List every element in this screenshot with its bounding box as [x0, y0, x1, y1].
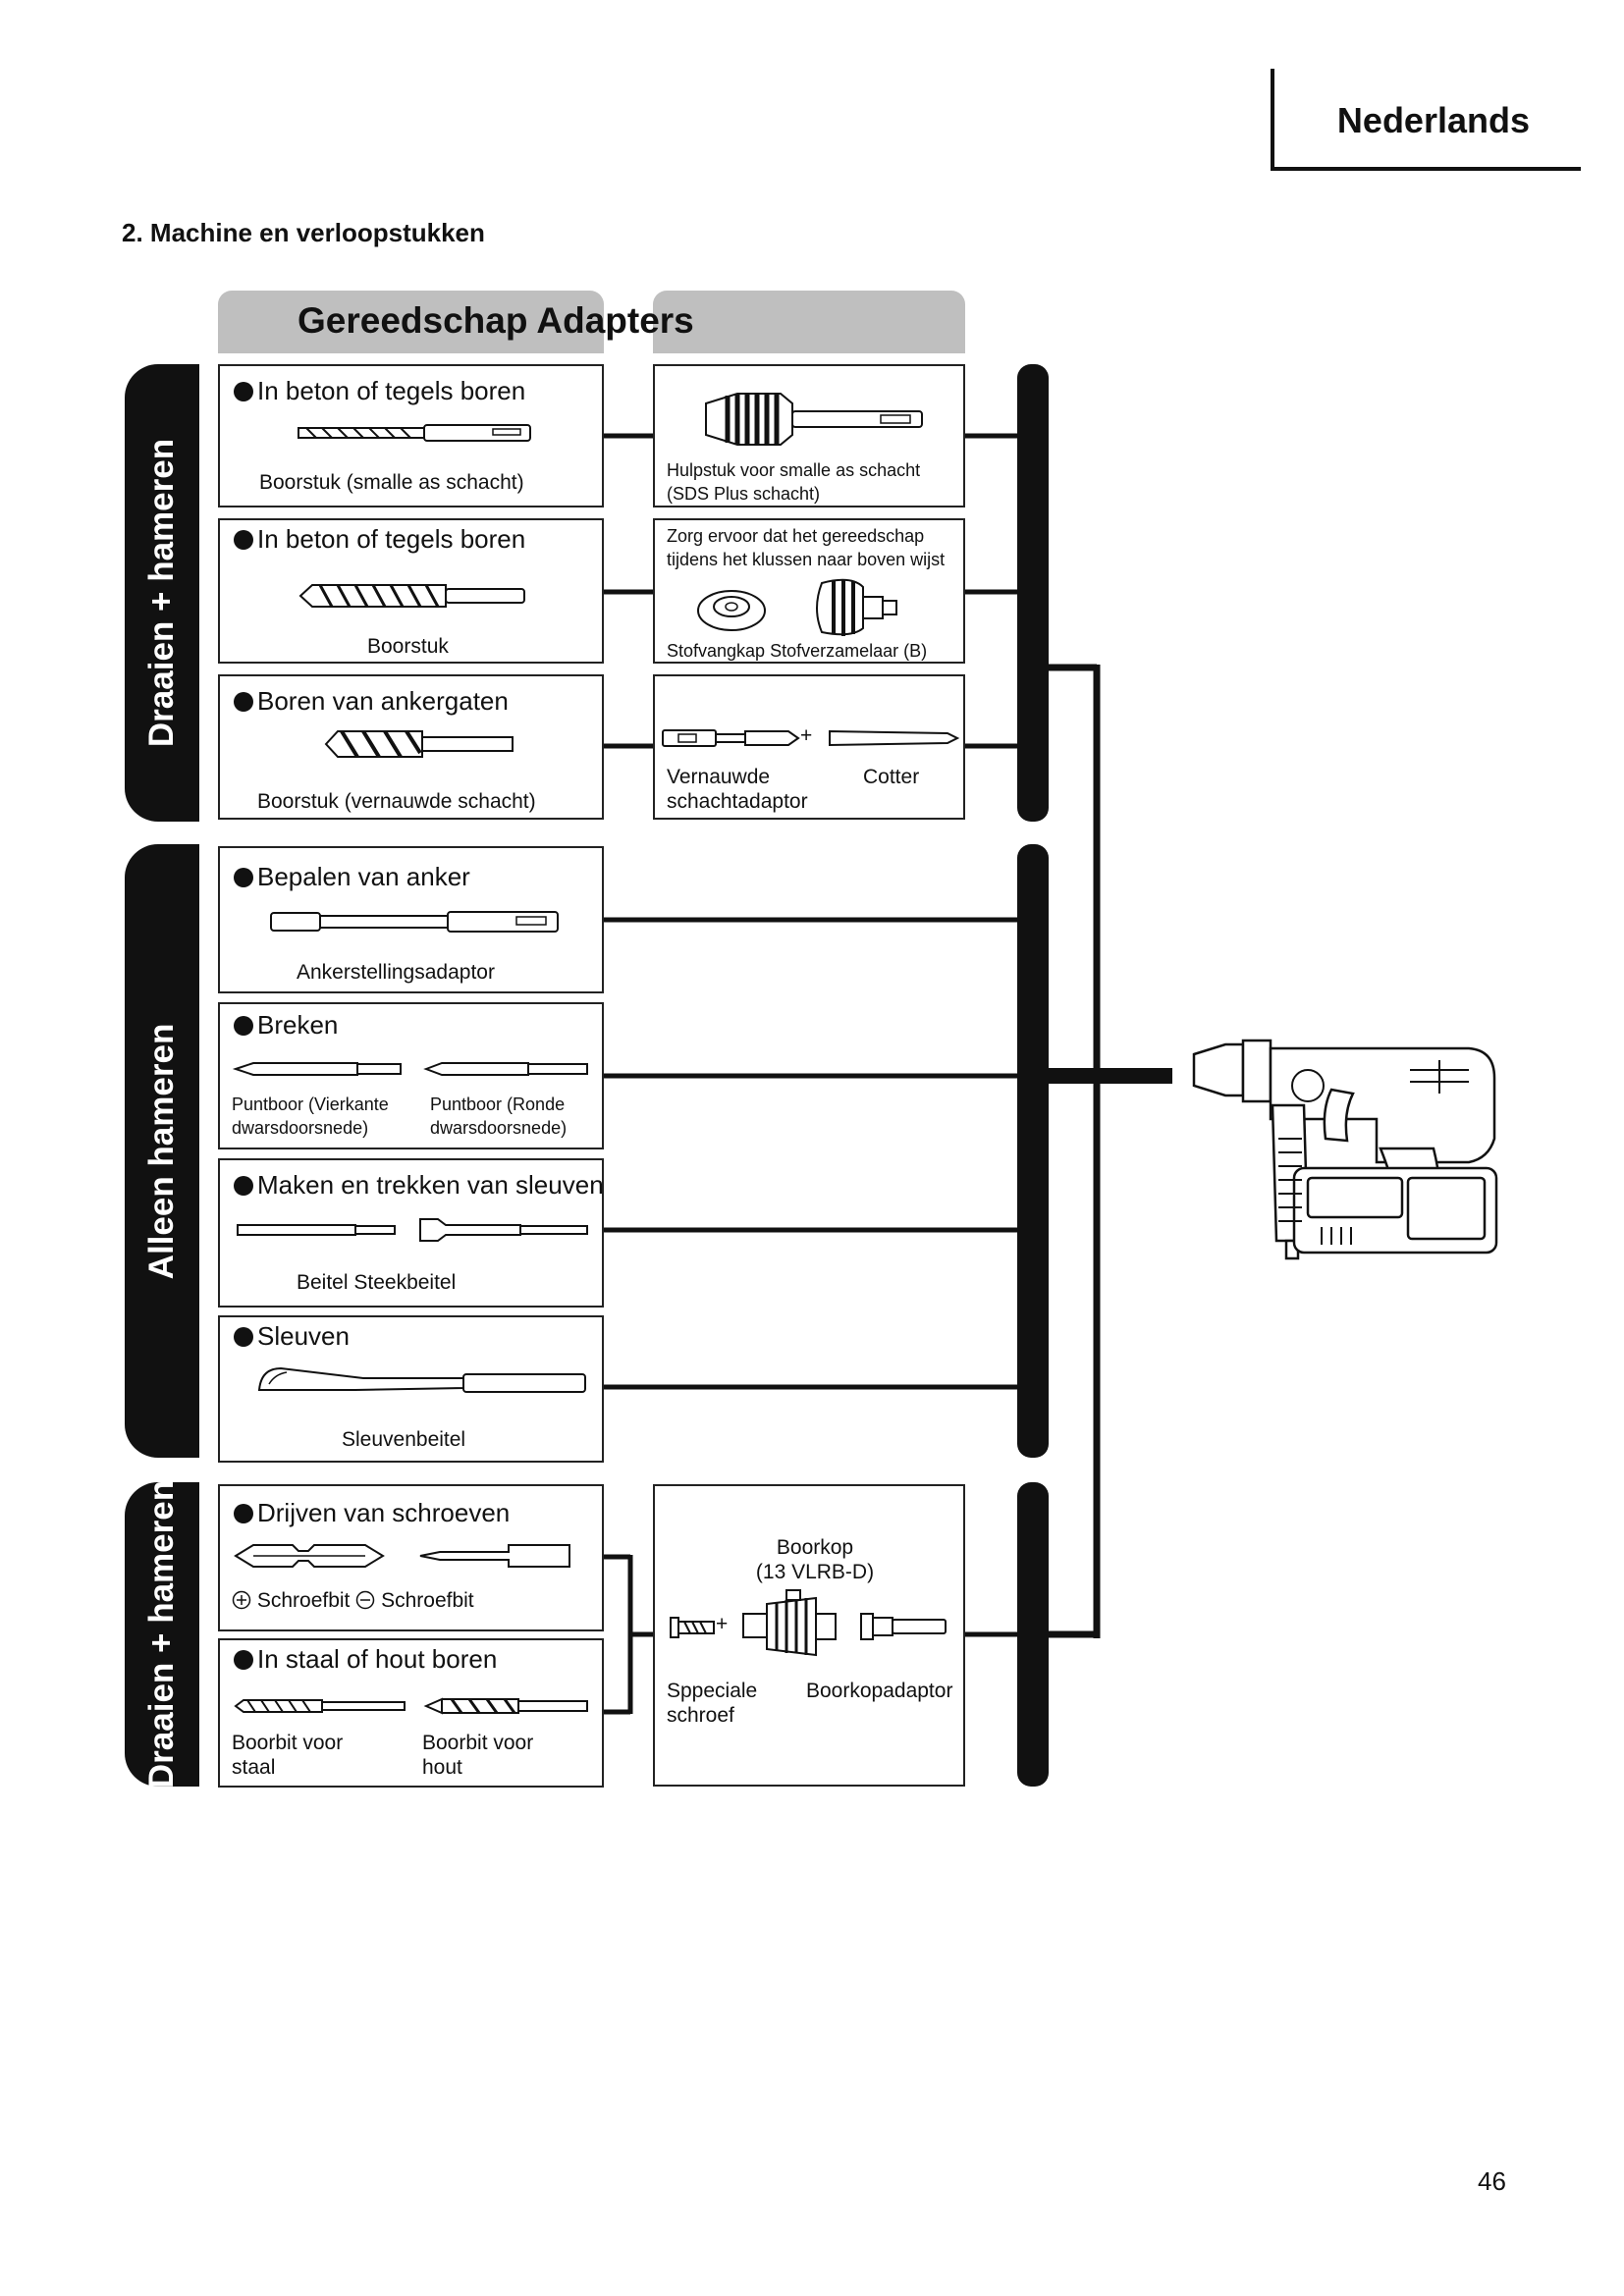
tool-title: In beton of tegels boren	[234, 376, 525, 406]
tool-title: In staal of hout boren	[234, 1644, 497, 1675]
adapter-caption: Hulpstuk voor smalle as schacht (SDS Plu…	[667, 460, 921, 505]
column-header: Gereedschap Adapters	[298, 300, 694, 342]
tool-title: In beton of tegels boren	[234, 524, 525, 555]
tool-title: Boren van ankergaten	[234, 686, 509, 717]
dust-cup-and-collector-icon	[697, 578, 897, 636]
gouge-chisel-icon	[257, 1366, 586, 1393]
bullet-icon	[234, 868, 253, 887]
plus-circle-icon	[232, 1590, 251, 1610]
bullet-icon	[234, 1504, 253, 1523]
pointed-chisel-icon	[232, 1062, 588, 1076]
anchor-adapter-icon	[270, 911, 559, 933]
minus-circle-icon	[356, 1590, 375, 1610]
adapter-box-dust-collector: Zorg ervoor dat het gereedschap tijdens …	[653, 518, 965, 664]
group-band-rotation-hammering: Draaien + hameren	[125, 364, 199, 822]
language-tab: Nederlands	[1271, 69, 1581, 171]
plus-sign: +	[800, 724, 813, 747]
screw-bit-icon	[234, 1544, 570, 1568]
chuck-label: Boorkop (13 VLRB-D)	[755, 1536, 875, 1584]
tool-title: Bepalen van anker	[234, 862, 470, 892]
tool-caption-right: Puntboor (Ronde dwarsdoorsnede)	[430, 1095, 568, 1139]
tool-caption: Boorstuk	[367, 635, 449, 658]
bullet-icon	[234, 1016, 253, 1036]
tool-box-concrete-tile-drilling-2: In beton of tegels boren Boorstuk	[218, 518, 604, 664]
tool-caption: Boorstuk (vernauwde schacht)	[257, 790, 536, 813]
tool-title: Sleuven	[234, 1321, 350, 1352]
adapter-caption: Stofvangkap Stofverzamelaar (B)	[667, 641, 928, 661]
tool-caption: Beitel Steekbeitel	[297, 1271, 457, 1294]
tool-box-steel-wood-drilling: In staal of hout boren Boorbit voor staa…	[218, 1638, 604, 1788]
rotary-hammer-icon	[1192, 1039, 1498, 1260]
chuck-assembly-icon	[670, 1589, 947, 1657]
adapter-box-sds-plus-shank: Hulpstuk voor smalle as schacht (SDS Plu…	[653, 364, 965, 507]
tool-caption: Boorstuk (smalle as schacht)	[259, 471, 524, 494]
adapter-caption-right: Cotter	[863, 766, 920, 788]
tool-caption-left: Puntboor (Vierkante dwarsdoorsnede)	[232, 1095, 389, 1139]
tool-box-anchor-setting: Bepalen van anker Ankerstellingsadaptor	[218, 846, 604, 993]
tool-caption-left: Boorbit voor staal	[232, 1732, 344, 1780]
drill-bit-icon	[298, 584, 525, 608]
tool-title: Breken	[234, 1010, 338, 1041]
steel-wood-bit-icon	[234, 1697, 588, 1715]
adapter-box-taper-shank: + Vernauwde schachtadaptor Cotter	[653, 674, 965, 820]
tool-box-breaking: Breken Puntboor (Vierkante dwarsdoorsned…	[218, 1002, 604, 1149]
adapter-chuck-icon	[705, 393, 923, 446]
tool-caption: Ankerstellingsadaptor	[297, 961, 495, 984]
tool-caption: Sleuvenbeitel	[342, 1428, 466, 1451]
taper-shank-adapter-icon	[662, 729, 960, 747]
tool-caption: Schroefbit Schroefbit	[232, 1588, 474, 1613]
adapter-caption-right: Boorkopadaptor	[806, 1680, 953, 1702]
bullet-icon	[234, 1327, 253, 1347]
adapter-box-chuck: Boorkop (13 VLRB-D) + Sppeciale schroef …	[653, 1484, 965, 1787]
column-header-tools-bg	[218, 291, 604, 353]
adapter-caption-left: Vernauwde schachtadaptor	[667, 766, 808, 814]
tool-box-screw-driving: Drijven van schroeven Schroefbit Schroef…	[218, 1484, 604, 1631]
group-band-rotation-hammering-2: Draaien + hameren	[125, 1480, 199, 1789]
page-number: 46	[1478, 2166, 1506, 2196]
bullet-icon	[234, 530, 253, 550]
tool-box-grooving: Maken en trekken van sleuven Beitel Stee…	[218, 1158, 604, 1308]
tool-box-grooving-2: Sleuven Sleuvenbeitel	[218, 1315, 604, 1463]
bullet-icon	[234, 1176, 253, 1196]
adapter-caption-left: Sppeciale schroef	[667, 1680, 758, 1728]
tool-title: Maken en trekken van sleuven	[234, 1170, 604, 1201]
group-band-hammering-only: Alleen hameren	[125, 844, 199, 1458]
bullet-icon	[234, 1650, 253, 1670]
tool-box-concrete-tile-drilling: In beton of tegels boren Boorstuk (small…	[218, 364, 604, 507]
tool-title: Drijven van schroeven	[234, 1498, 510, 1528]
plus-sign: +	[716, 1613, 729, 1635]
column-header-tools: Gereedschap	[298, 300, 528, 341]
drill-bit-icon	[324, 729, 514, 759]
tool-box-anchor-hole-drilling: Boren van ankergaten Boorstuk (vernauwde…	[218, 674, 604, 820]
language-label: Nederlands	[1336, 100, 1530, 140]
chisel-icon	[237, 1218, 588, 1242]
bullet-icon	[234, 382, 253, 401]
adapter-note: Zorg ervoor dat het gereedschap tijdens …	[667, 526, 946, 570]
bullet-icon	[234, 692, 253, 712]
column-header-adapters-bg	[653, 291, 965, 353]
section-title: 2. Machine en verloopstukken	[122, 218, 485, 247]
tool-caption-right: Boorbit voor hout	[422, 1732, 534, 1780]
drill-bit-icon	[298, 424, 531, 442]
column-header-adapters: Adapters	[536, 300, 694, 341]
